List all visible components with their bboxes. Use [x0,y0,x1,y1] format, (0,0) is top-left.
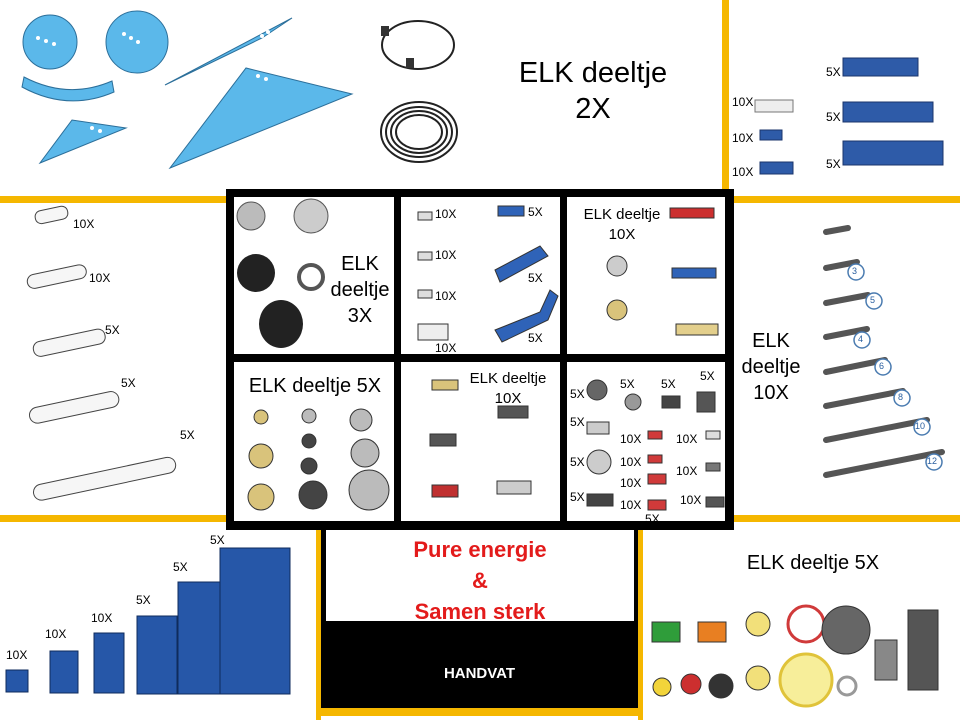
qty-label: 10X [91,611,113,625]
qty-label: 5X [105,323,120,337]
qty-label: 5X [180,428,195,442]
handle-label: HANDVAT [443,665,516,682]
qty-label: 5X [121,376,136,390]
heading-pins-line-1: ELK deeltje [583,206,661,223]
heading-top: ELK deeltje 2X [486,55,700,128]
qty-label: 5X [570,490,585,504]
heading-wheels-line-2: deeltje [330,279,390,301]
heading-axles-line-1: ELK [752,330,790,352]
heading-wheels-line-3: 3X [347,305,373,327]
heading-wheels-line-1: ELK [341,253,379,275]
qty-label: 10X [435,289,457,303]
heading-assorted-line: ELK deeltje 5X [746,552,880,574]
white-beams [26,205,177,501]
divider-row-1-right [728,196,960,203]
blue-beams [5,547,291,695]
slogan-line-2: & [472,567,488,593]
handle-bar [321,624,638,708]
qty-label: 10X [732,131,754,145]
axle-length-label: 4 [858,334,864,344]
qty-label: 10X [676,464,698,478]
heading-pins: ELK deeltje 10X [574,205,670,246]
qty-label: 5X [700,369,715,383]
qty-label: 5X [210,533,225,547]
qty-label: 5X [528,205,543,219]
small-parts [586,379,725,511]
cell-connectors [401,362,560,521]
qty-label: 5X [173,560,188,574]
divider-row-2-right [728,515,960,522]
qty-label: 10X [6,648,28,662]
axle-length-label: 8 [898,392,904,402]
qty-label: 10X [620,476,642,490]
qty-label: 10X [732,165,754,179]
slogan-line-3: Samen sterk [414,598,546,624]
qty-label: 5X [136,593,151,607]
connectors [417,205,719,498]
slogan-line-1: Pure energie [413,537,547,562]
heading-pins-line-2: 10X [608,226,636,244]
assorted-parts [651,604,939,708]
axle-length-label: 3 [852,266,858,276]
blue-plates [759,57,944,175]
heading-top-line-1: ELK deeltje [518,57,668,89]
heading-axles: ELK deeltje 10X [730,328,812,406]
qty-label: 5X [528,331,543,345]
slogan-inner [326,530,634,621]
qty-label: 10X [676,432,698,446]
qty-label: 10X [89,271,111,285]
qty-label: 5X [620,377,635,391]
divider-top-vertical [722,0,729,200]
axle-length-label: 5 [870,295,876,305]
qty-label: 10X [73,217,95,231]
heading-axles-line-3: 10X [753,382,789,404]
heading-connectors-line-1: ELK deeltje [469,370,547,387]
axle-length-label: 10 [915,421,926,431]
wheels [236,198,329,348]
cables [380,20,458,163]
qty-label: 10X [435,207,457,221]
heading-gears: ELK deeltje 5X [238,374,392,399]
qty-label: 10X [732,95,754,109]
divider-bottom-left [316,522,321,720]
qty-label: 5X [826,65,841,79]
divider-row-1-left [0,196,232,203]
qty-label: 10X [620,432,642,446]
qty-label: 5X [570,455,585,469]
axle-length-label: 12 [927,456,938,466]
qty-label: 10X [680,493,702,507]
light-blue-panels [21,10,354,170]
qty-label: 10X [45,627,67,641]
qty-label: 5X [826,157,841,171]
qty-label: 5X [645,512,660,526]
divider-bottom-strip [320,708,640,716]
heading-wheels: ELK deeltje 3X [318,251,402,329]
heading-top-line-2: 2X [575,93,611,126]
divider-bottom-right [638,522,643,720]
qty-label: 10X [620,455,642,469]
divider-row-2-left [0,515,232,522]
gears [247,408,390,511]
qty-label: 5X [570,415,585,429]
slogan: Pure energie & Samen sterk [326,535,634,627]
qty-label: 10X [435,248,457,262]
qty-label: 10X [435,341,457,355]
qty-label: 5X [661,377,676,391]
qty-label: 10X [620,498,642,512]
heading-gears-line: ELK deeltje 5X [248,375,382,397]
qty-label: 5X [528,271,543,285]
heading-connectors: ELK deeltje 10X [458,369,558,410]
axles [823,225,945,478]
heading-axles-line-2: deeltje [741,356,801,378]
qty-label: 5X [570,387,585,401]
heading-assorted: ELK deeltje 5X [732,551,894,576]
heading-connectors-line-2: 10X [494,390,522,408]
qty-label: 5X [826,110,841,124]
axle-length-label: 6 [879,361,885,371]
